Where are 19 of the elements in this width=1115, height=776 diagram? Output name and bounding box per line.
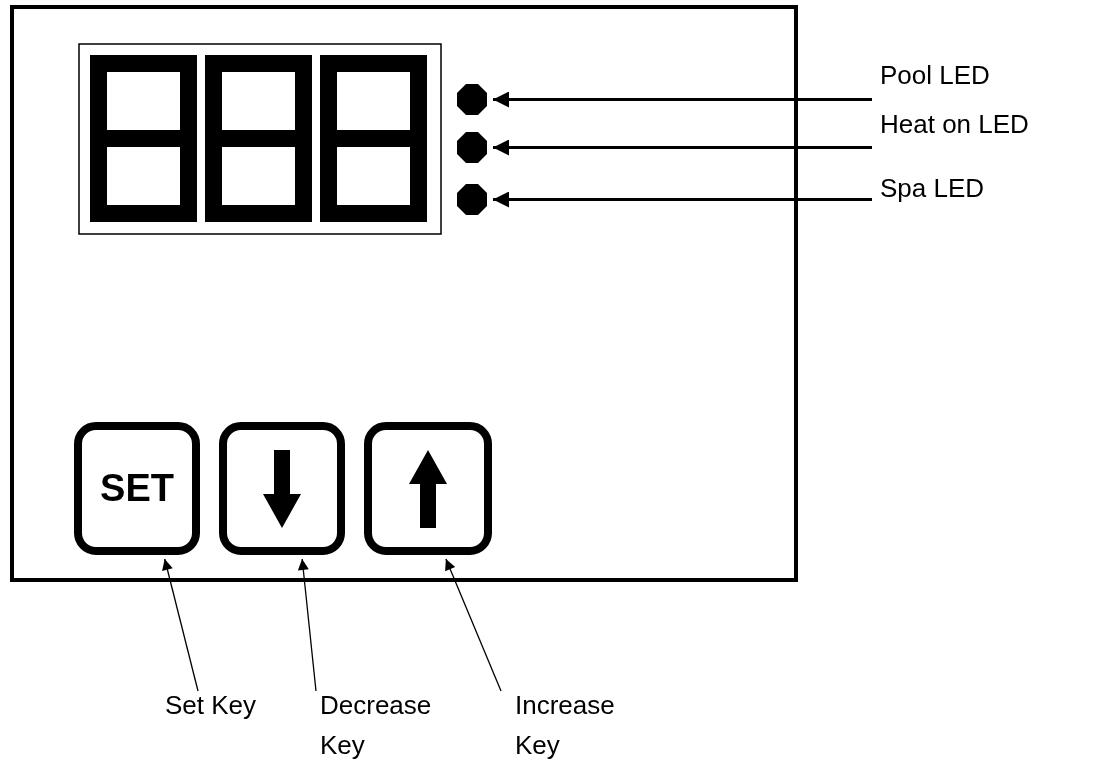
decrease-key [219,422,345,555]
callout-label: Heat on LED [880,104,1080,144]
arrow [493,191,872,208]
callout-label: Decrease Key [320,685,440,765]
arrow [493,139,872,156]
led-indicator [457,132,487,163]
led-indicator [457,84,487,115]
control-panel [10,5,798,582]
leader-line [297,558,317,692]
leader-line [162,558,199,692]
set-key: SET [74,422,200,555]
leader-line [445,558,502,692]
led-indicator [457,184,487,215]
arrow [493,91,872,108]
increase-key [364,422,492,555]
callout-label: Pool LED [880,55,1080,95]
callout-label: Increase Key [515,685,635,765]
callout-label: Spa LED [880,168,1080,208]
callout-label: Set Key [165,685,275,725]
